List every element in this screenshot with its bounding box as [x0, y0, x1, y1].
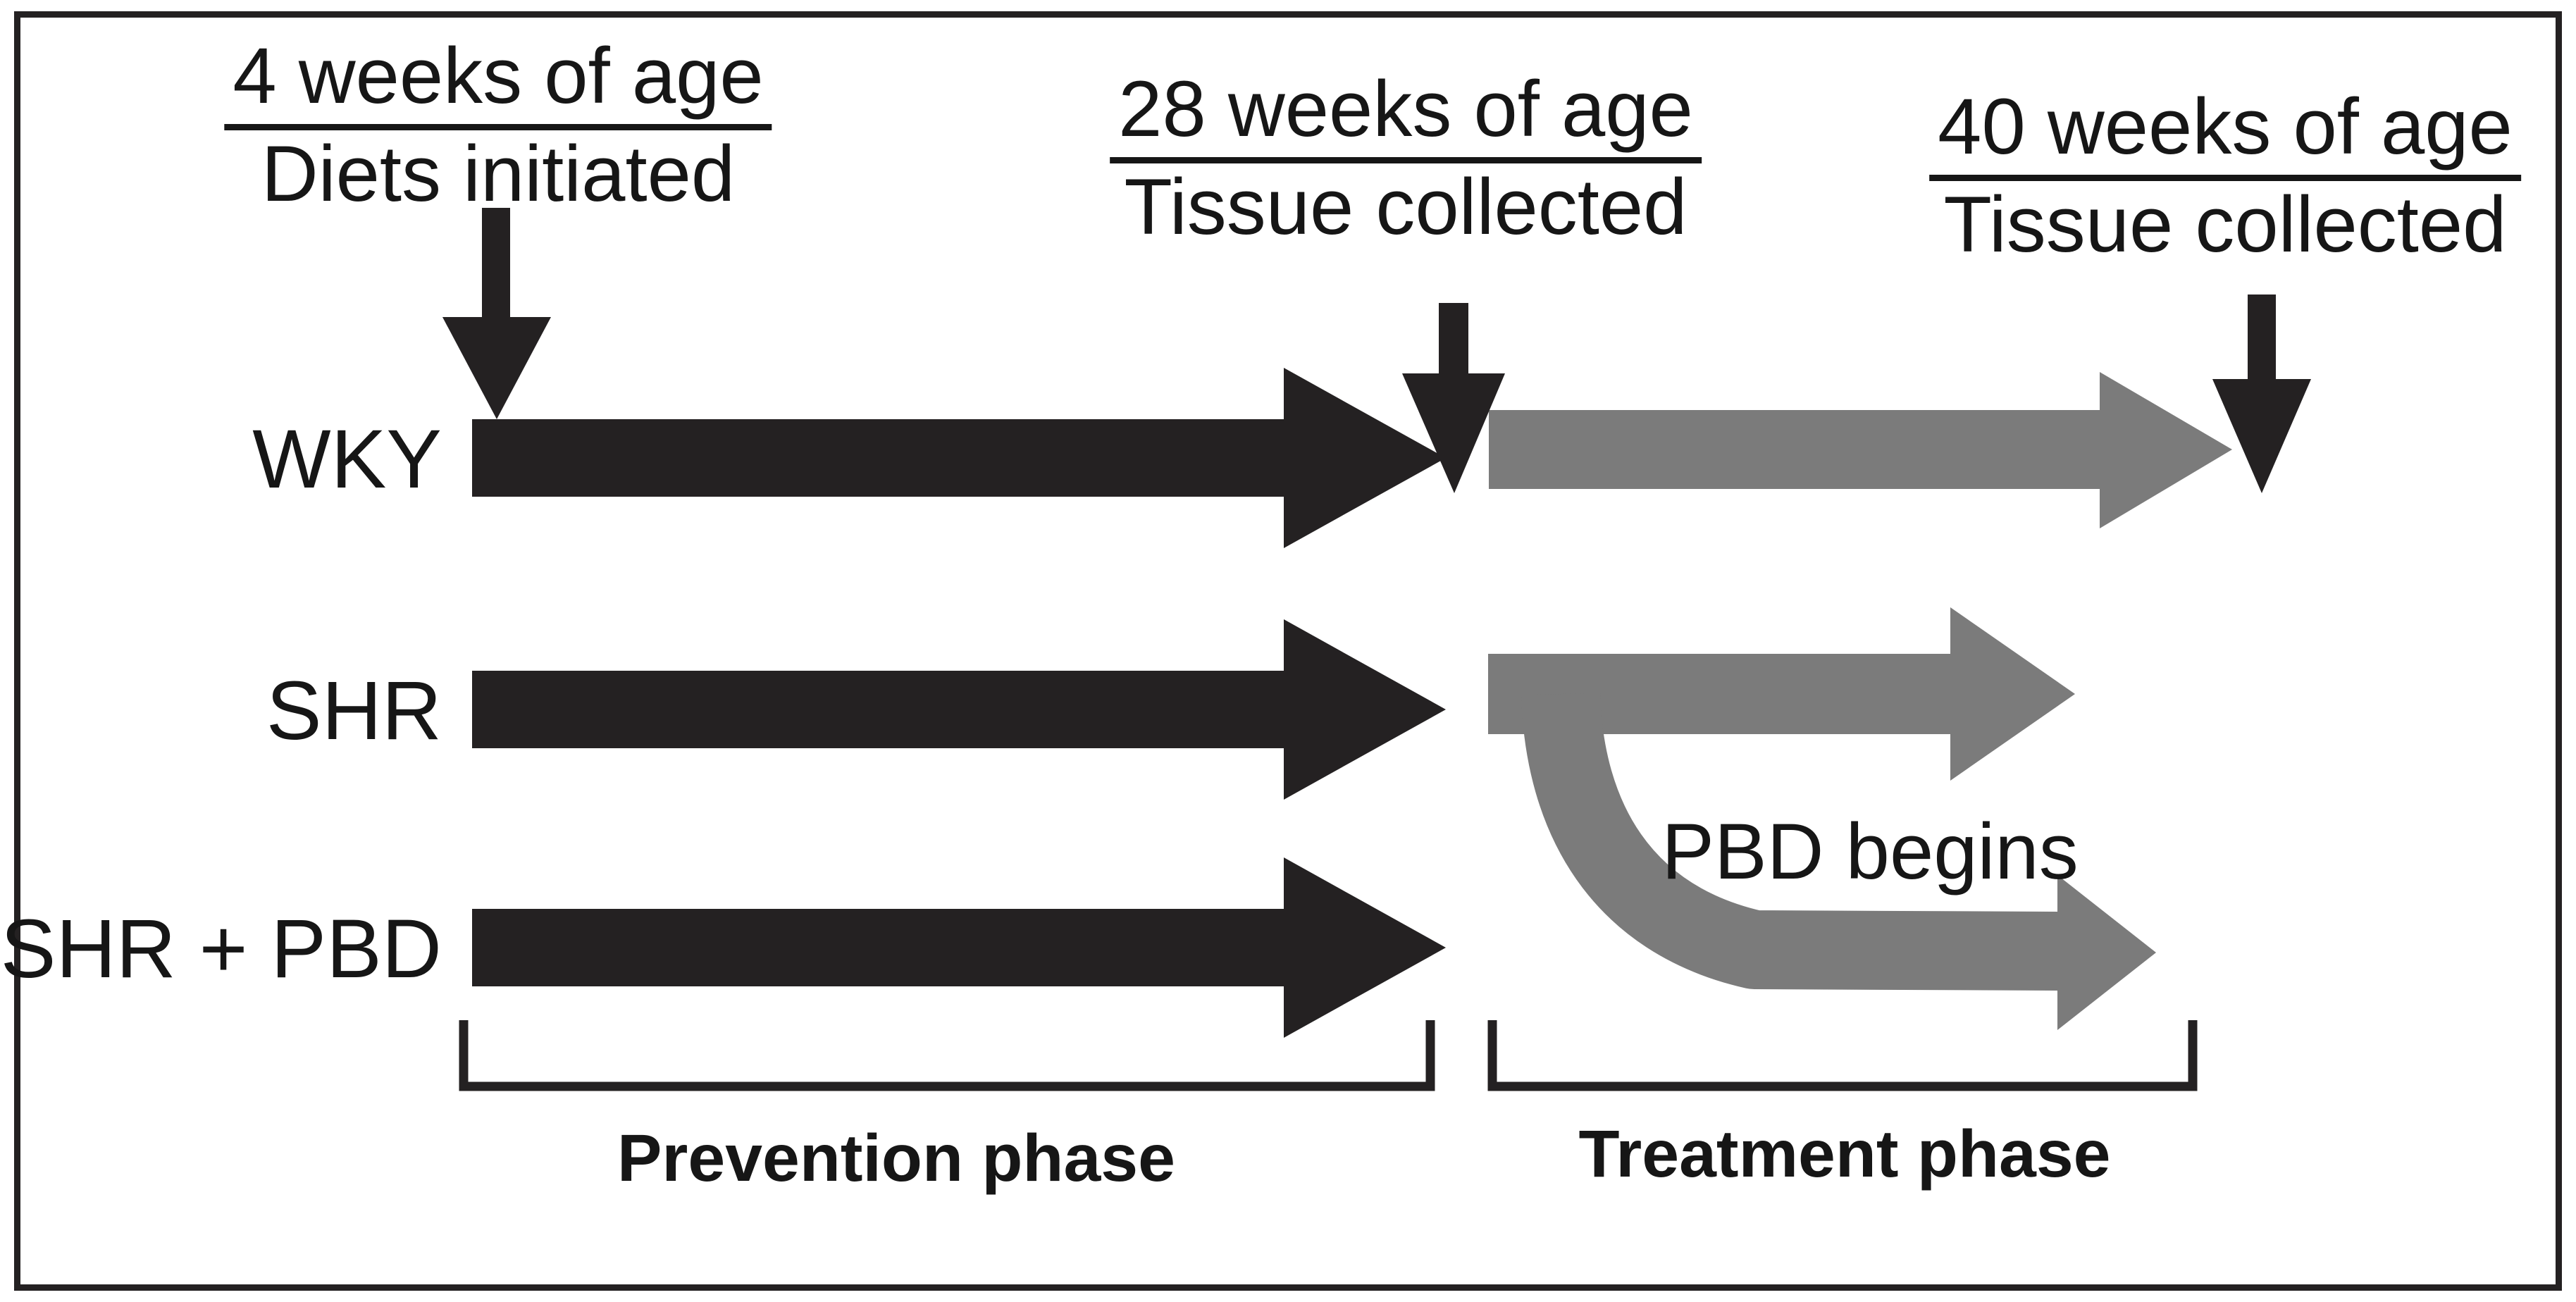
group-label-shr-pbd: SHR + PBD — [0, 903, 442, 996]
timepoint-40wk-event: Tissue collected — [1943, 180, 2507, 268]
timepoint-28wk-age: 28 weeks of age — [1110, 67, 1702, 163]
timepoint-40wk: 40 weeks of age Tissue collected — [1929, 85, 2521, 267]
prevention-phase-bracket — [459, 1020, 1435, 1091]
timepoint-4wk-age: 4 weeks of age — [224, 34, 772, 130]
shr-treatment-arrow — [1488, 607, 2075, 781]
timepoint-28wk: 28 weeks of age Tissue collected — [1110, 67, 1702, 249]
timepoint-40wk-age: 40 weeks of age — [1929, 85, 2521, 181]
timepoint-4wk-event: Diets initiated — [261, 130, 736, 218]
group-label-wky: WKY — [252, 413, 442, 506]
shr-prevention-arrow — [472, 619, 1446, 800]
timepoint-28wk-event: Tissue collected — [1124, 163, 1688, 251]
wky-prevention-arrow — [472, 368, 1446, 548]
timepoint-arrow-4wk — [442, 208, 551, 419]
timepoint-4wk: 4 weeks of age Diets initiated — [224, 34, 772, 216]
treatment-phase-bracket — [1487, 1020, 2198, 1091]
pbd-branch-arrowhead — [2057, 875, 2156, 1030]
timepoint-arrow-40wk — [2212, 294, 2311, 493]
group-label-shr: SHR — [266, 664, 442, 757]
prevention-phase-label: Prevention phase — [617, 1121, 1175, 1196]
pbd-begins-annotation: PBD begins — [1661, 807, 2079, 895]
figure-border — [14, 11, 2562, 1291]
timepoint-arrow-28wk — [1402, 303, 1505, 493]
wky-treatment-arrow — [1489, 372, 2232, 528]
treatment-phase-label: Treatment phase — [1578, 1117, 2111, 1191]
pbd-branch-curve — [1521, 692, 2062, 991]
shr-pbd-prevention-arrow — [472, 857, 1446, 1038]
